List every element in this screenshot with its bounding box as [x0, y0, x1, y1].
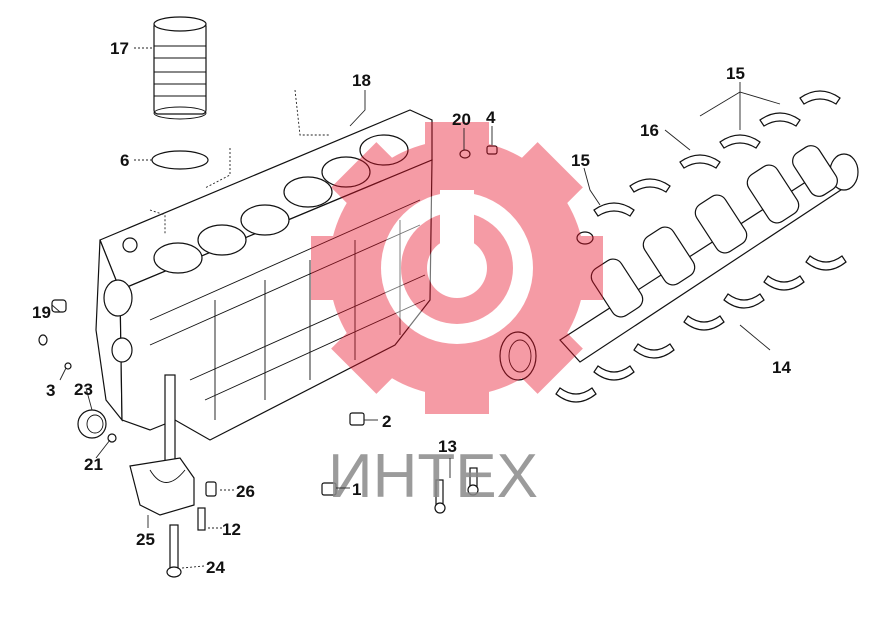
label-25: 25 [136, 530, 155, 549]
nut-1[interactable] [321, 482, 337, 496]
label-20: 20 [452, 110, 471, 129]
label-19: 19 [32, 303, 51, 322]
label-14: 14 [772, 358, 791, 377]
cylinder-liner[interactable] [153, 16, 207, 120]
engine-block[interactable] [95, 89, 433, 476]
label-26: 26 [236, 482, 255, 501]
o-ring[interactable] [151, 150, 209, 170]
bolt-13[interactable] [434, 467, 479, 514]
label-23: 23 [74, 380, 93, 399]
watermark-gear-logo [311, 122, 603, 414]
callout-labels: 17 6 18 20 4 15 16 15 14 19 3 23 21 2 13… [32, 39, 791, 577]
clip-26[interactable] [205, 481, 217, 497]
label-2: 2 [382, 412, 391, 431]
label-15-left: 15 [571, 151, 590, 170]
plug-19[interactable] [38, 299, 67, 346]
lower-bearing-shells-14[interactable] [555, 255, 847, 403]
label-21: 21 [84, 455, 103, 474]
label-16: 16 [640, 121, 659, 140]
label-3: 3 [46, 381, 55, 400]
watermark-text: ИНТЕХ [328, 442, 538, 511]
dowel-4[interactable] [486, 145, 498, 155]
label-18: 18 [352, 71, 371, 90]
label-1: 1 [352, 480, 361, 499]
pin-3[interactable] [64, 362, 72, 370]
label-15-top: 15 [726, 64, 745, 83]
label-13: 13 [438, 437, 457, 456]
label-4: 4 [486, 108, 496, 127]
label-17: 17 [110, 39, 129, 58]
crankshaft[interactable] [499, 142, 859, 381]
upper-bearing-shells-15[interactable] [593, 90, 841, 217]
bearing-cap-25[interactable] [129, 457, 195, 516]
watermark-gear [329, 140, 585, 396]
bolt-24[interactable] [166, 524, 182, 578]
leader-lines [51, 47, 781, 569]
seal-23[interactable] [77, 409, 107, 439]
label-6: 6 [120, 151, 129, 170]
bolt-12[interactable] [197, 507, 206, 531]
nut-2[interactable] [349, 412, 365, 426]
label-24: 24 [206, 558, 225, 577]
washer-20[interactable] [459, 149, 471, 159]
label-12: 12 [222, 520, 241, 539]
